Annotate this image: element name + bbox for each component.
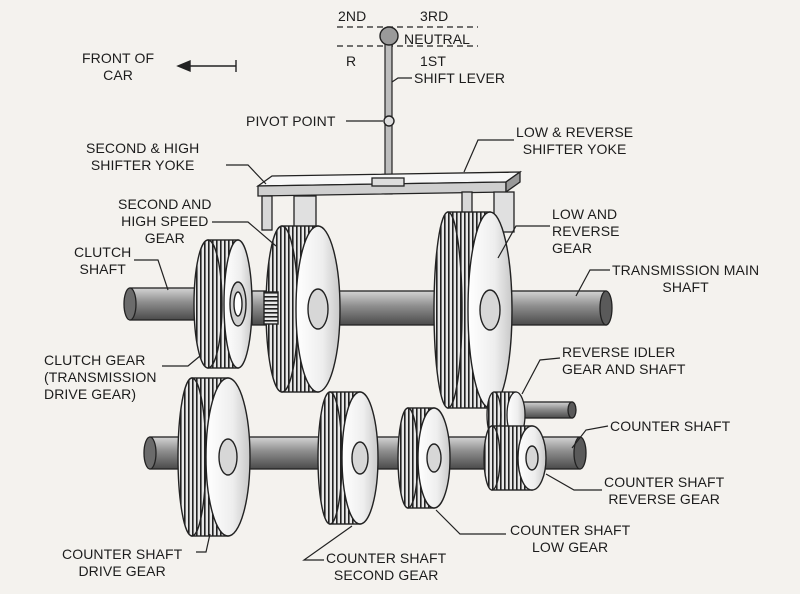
counter-shaft-low-gear-label: COUNTER SHAFT LOW GEAR (510, 522, 631, 555)
second-high-speed-gear-label: SECOND AND HIGH SPEED GEAR (118, 196, 212, 246)
clutch-shaft-label: CLUTCH SHAFT (74, 244, 132, 277)
counter-shaft-drive-gear-label: COUNTER SHAFT DRIVE GEAR (62, 546, 183, 579)
transmission-main-shaft-label: TRANSMISSION MAIN SHAFT (612, 262, 760, 295)
counter-shaft-second-gear (317, 391, 379, 525)
shift-label-neutral: NEUTRAL (404, 31, 471, 47)
shift-pattern (337, 26, 478, 47)
clutch-gear (193, 239, 253, 369)
leader-lines (134, 77, 610, 561)
counter-shaft-reverse-gear-label: COUNTER SHAFT REVERSE GEAR (604, 474, 725, 507)
counter-shaft-label: COUNTER SHAFT (610, 418, 731, 434)
clutch-gear-label: CLUTCH GEAR (TRANSMISSION DRIVE GEAR) (44, 352, 157, 402)
low-reverse-shifter-yoke-label: LOW & REVERSE SHIFTER YOKE (516, 124, 634, 157)
reverse-idler-label: REVERSE IDLER GEAR AND SHAFT (562, 344, 686, 377)
shift-lever (379, 26, 399, 195)
low-reverse-gear (433, 211, 513, 409)
low-reverse-gear-label: LOW AND REVERSE GEAR (552, 206, 620, 256)
shift-label-reverse: R (346, 53, 357, 69)
shift-lever-label: SHIFT LEVER (414, 70, 506, 86)
shifter-yoke-plate (255, 170, 523, 241)
counter-shaft-drive-gear (177, 377, 251, 537)
shift-label-3rd: 3RD (420, 8, 449, 24)
second-high-speed-gear (263, 225, 341, 393)
shift-label-2nd: 2ND (338, 8, 367, 24)
front-arrow-icon (176, 59, 237, 73)
counter-shaft-reverse-gear (483, 425, 547, 491)
counter-shaft-second-gear-label: COUNTER SHAFT SECOND GEAR (326, 550, 447, 583)
shift-label-1st: 1ST (420, 53, 446, 69)
counter-shaft-low-gear (397, 407, 451, 509)
pivot-point-label: PIVOT POINT (246, 113, 336, 129)
second-high-shifter-yoke-label: SECOND & HIGH SHIFTER YOKE (86, 140, 200, 173)
front-of-car-label: FRONT OF CAR (82, 50, 155, 83)
